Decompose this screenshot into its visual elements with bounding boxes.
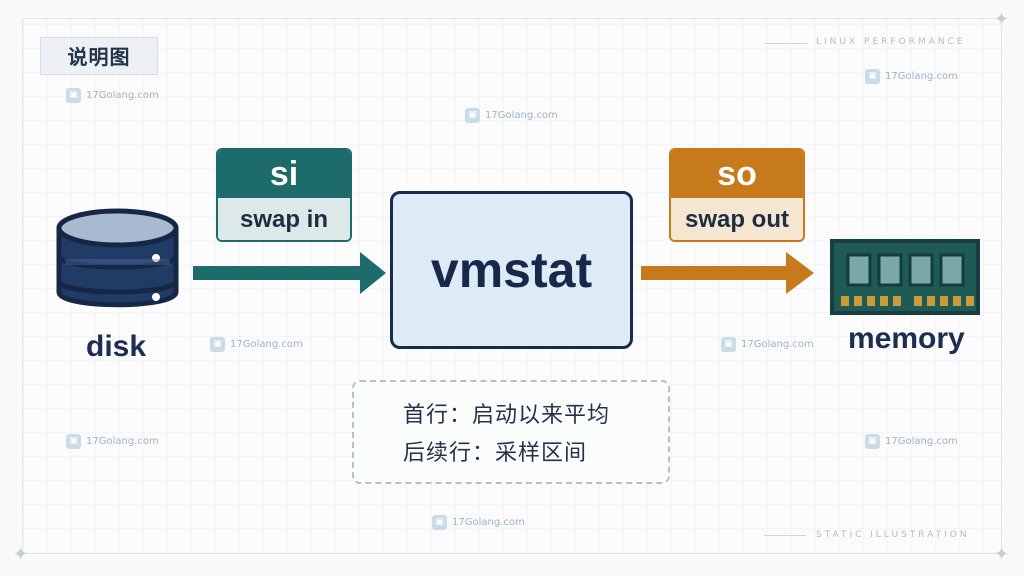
watermark-item: ▣ 17Golang.com (865, 434, 958, 449)
watermark-logo-icon: ▣ (210, 337, 225, 352)
memory-module-icon (830, 239, 980, 315)
watermark-text: 17Golang.com (885, 436, 958, 447)
watermark-logo-icon: ▣ (465, 108, 480, 123)
watermark-text: 17Golang.com (452, 517, 525, 528)
bottom-left-star-icon: ✦ (13, 544, 29, 565)
watermark-item: ▣ 17Golang.com (210, 337, 303, 352)
watermark-logo-icon: ▣ (66, 88, 81, 103)
watermark-logo-icon: ▣ (66, 434, 81, 449)
bottom-right-rule (764, 535, 806, 536)
swap-out-arrow (641, 252, 814, 294)
watermark-text: 17Golang.com (741, 339, 814, 350)
vmstat-node: vmstat (390, 191, 633, 349)
watermark-item: ▣ 17Golang.com (865, 69, 958, 84)
top-right-star-icon: ✦ (994, 9, 1010, 30)
title-badge: 说明图 (40, 37, 158, 75)
swap-out-abbr: so (671, 150, 803, 198)
watermark-text: 17Golang.com (485, 110, 558, 121)
bottom-right-star-icon: ✦ (994, 544, 1010, 565)
watermark-text: 17Golang.com (86, 90, 159, 101)
database-disk-icon (56, 208, 179, 308)
watermark-item: ▣ 17Golang.com (66, 88, 159, 103)
watermark-logo-icon: ▣ (432, 515, 447, 530)
top-right-label: LINUX PERFORMANCE (816, 37, 966, 47)
watermark-logo-icon: ▣ (865, 434, 880, 449)
bottom-right-label: STATIC ILLUSTRATION (816, 530, 970, 540)
note-line-first: 首行：启动以来平均 (403, 403, 611, 428)
watermark-text: 17Golang.com (885, 71, 958, 82)
disk-label: disk (86, 330, 147, 363)
note-line-subsequent: 后续行：采样区间 (403, 441, 588, 466)
swap-in-abbr: si (218, 150, 350, 198)
sampling-note-box: 首行：启动以来平均 后续行：采样区间 (352, 380, 670, 484)
swap-in-arrow (193, 252, 386, 294)
watermark-item: ▣ 17Golang.com (721, 337, 814, 352)
watermark-item: ▣ 17Golang.com (465, 108, 558, 123)
top-right-rule (765, 43, 807, 44)
swap-out-text: swap out (671, 198, 803, 240)
watermark-logo-icon: ▣ (865, 69, 880, 84)
memory-label: memory (848, 322, 965, 355)
watermark-item: ▣ 17Golang.com (66, 434, 159, 449)
swap-out-label-box: so swap out (669, 148, 805, 242)
watermark-text: 17Golang.com (86, 436, 159, 447)
swap-in-text: swap in (218, 198, 350, 240)
watermark-logo-icon: ▣ (721, 337, 736, 352)
watermark-text: 17Golang.com (230, 339, 303, 350)
swap-in-label-box: si swap in (216, 148, 352, 242)
watermark-item: ▣ 17Golang.com (432, 515, 525, 530)
